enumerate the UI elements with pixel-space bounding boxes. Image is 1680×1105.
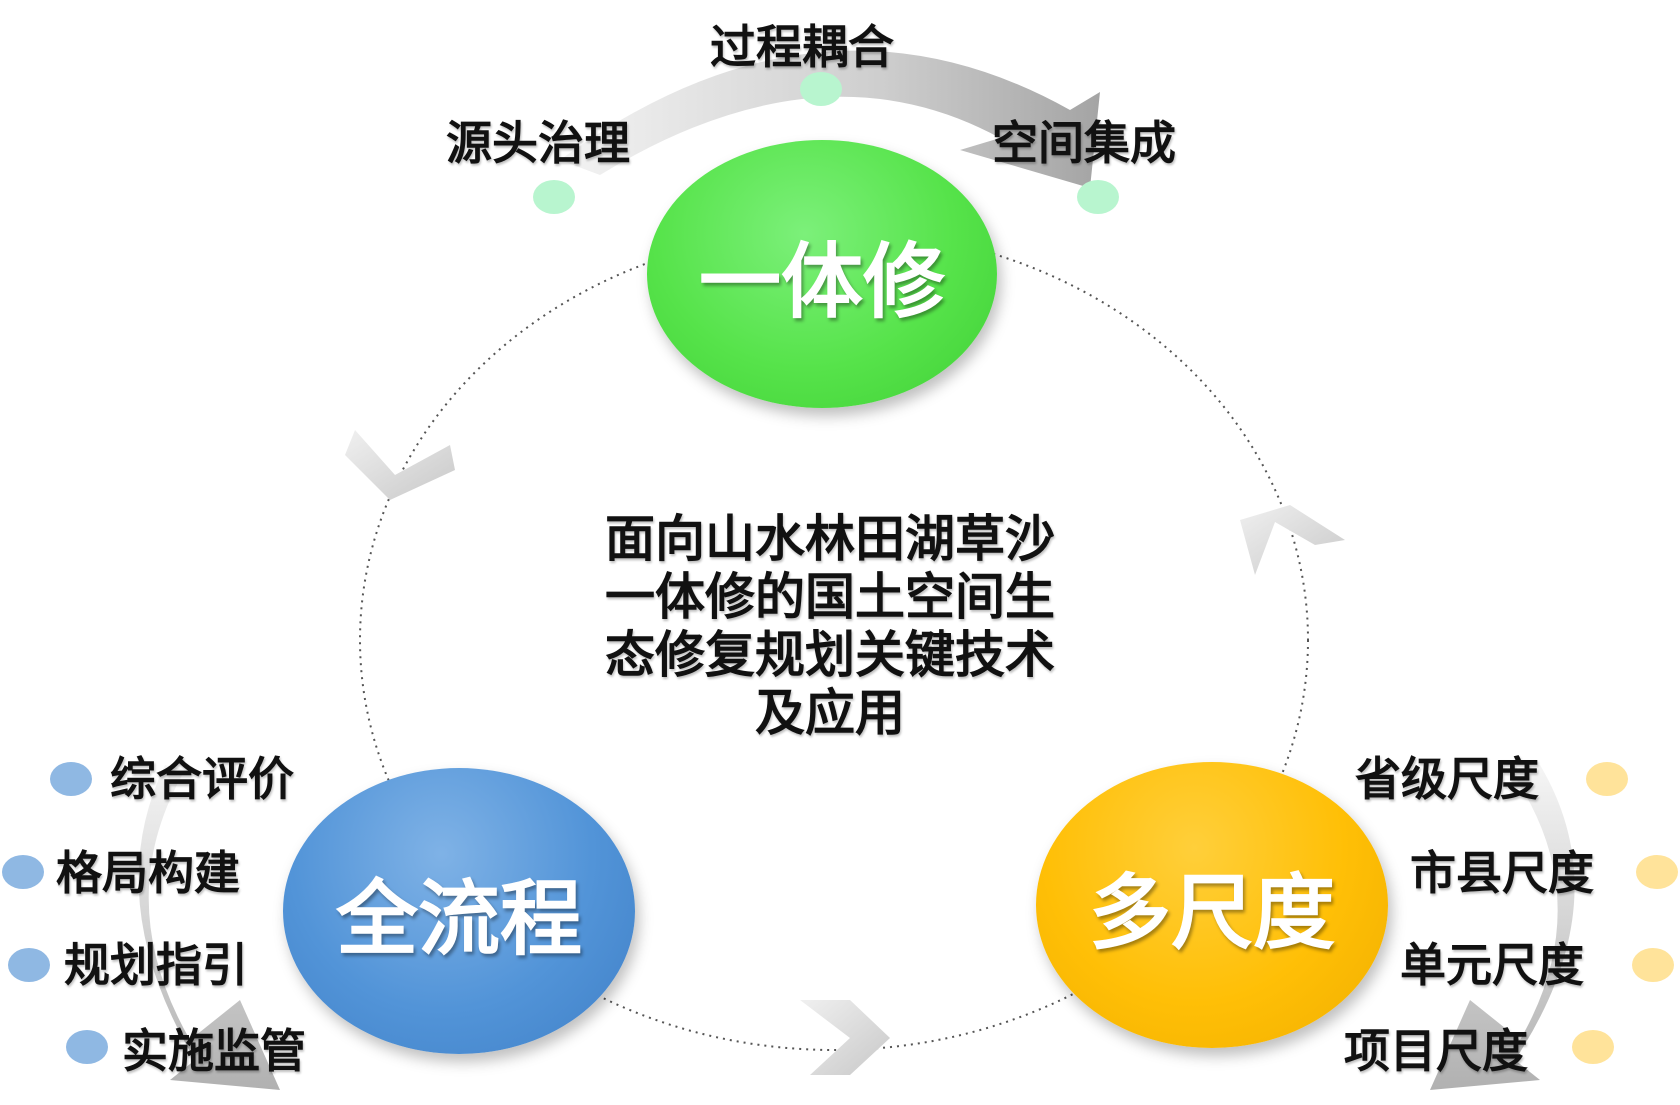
hub-full-process: 全流程 <box>283 768 635 1054</box>
center-title-line: 及应用 <box>755 684 905 742</box>
bullet-dot <box>1632 948 1674 982</box>
bullet-dot <box>1586 762 1628 796</box>
label-city-county-scale: 市县尺度 <box>1410 846 1594 900</box>
center-title-line: 态修复规划关键技术 <box>605 626 1055 684</box>
label-implementation-supervision: 实施监管 <box>122 1024 306 1078</box>
label-project-scale: 项目尺度 <box>1344 1024 1528 1078</box>
label-provincial-scale: 省级尺度 <box>1355 752 1539 806</box>
hub-integrated-restoration: 一体修 <box>647 140 997 408</box>
chevron-right <box>1240 505 1345 575</box>
hub-multi-scale: 多尺度 <box>1036 762 1388 1048</box>
bullet-dot <box>8 948 50 982</box>
hub-label: 多尺度 <box>1088 865 1335 961</box>
label-comprehensive-evaluation: 综合评价 <box>110 752 294 806</box>
center-title-line: 一体修的国土空间生 <box>605 568 1055 626</box>
chevron-left <box>345 430 455 500</box>
bullet-dot <box>50 762 92 796</box>
bullet-dot <box>800 72 842 106</box>
label-unit-scale: 单元尺度 <box>1400 938 1584 992</box>
label-planning-guidance: 规划指引 <box>64 938 248 992</box>
bullet-dot <box>1572 1030 1614 1064</box>
bullet-dot <box>1636 855 1678 889</box>
center-title-line: 面向山水林田湖草沙 <box>605 510 1055 568</box>
hub-label: 一体修 <box>698 234 945 330</box>
label-spatial-integration: 空间集成 <box>992 116 1176 170</box>
label-pattern-construction: 格局构建 <box>56 846 240 900</box>
bullet-dot <box>1077 180 1119 214</box>
cycle-dotted-ring <box>359 229 1309 1051</box>
left-curved-arrow <box>138 765 280 1090</box>
bullet-dot <box>2 855 44 889</box>
hub-label: 全流程 <box>335 871 582 967</box>
chevron-bottom <box>800 1000 890 1075</box>
center-title: 面向山水林田湖草沙 一体修的国土空间生 态修复规划关键技术 及应用 <box>520 510 1140 742</box>
bullet-dot <box>533 180 575 214</box>
label-process-coupling: 过程耦合 <box>710 20 894 74</box>
right-curved-arrow <box>1430 765 1575 1090</box>
bullet-dot <box>66 1030 108 1064</box>
label-source-control: 源头治理 <box>446 116 630 170</box>
top-curved-arrow <box>560 50 1100 188</box>
